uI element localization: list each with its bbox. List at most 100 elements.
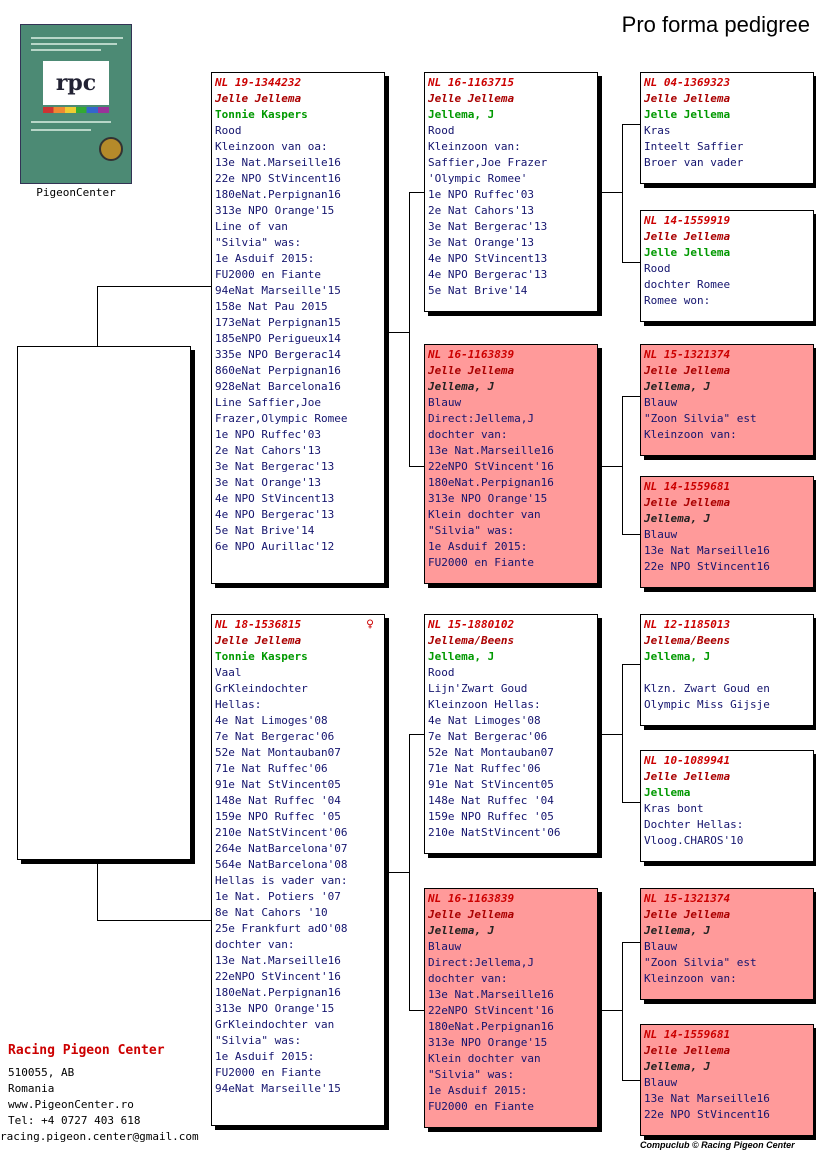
breeder-name: Jellema, J bbox=[428, 650, 495, 663]
pedigree-line: 210e NatStVincent'06 bbox=[215, 826, 348, 839]
pedigree-line: 22e NPO StVincent16 bbox=[644, 1108, 770, 1121]
ring-number: NL 14-1559919 bbox=[644, 214, 731, 227]
club-line: 510055, AB bbox=[8, 1066, 75, 1079]
club-website-link[interactable]: www.PigeonCenter.ro bbox=[8, 1098, 134, 1111]
owner-name: Jelle Jellema bbox=[215, 92, 302, 105]
owner-name: Jellema/Beens bbox=[644, 634, 731, 647]
pedigree-line: dochter van: bbox=[215, 938, 295, 951]
pedigree-line: 22eNPO StVincent'16 bbox=[428, 460, 554, 473]
pedigree-line: 4e Nat Limoges'08 bbox=[428, 714, 541, 727]
pedigree-line: 7e Nat Bergerac'06 bbox=[215, 730, 335, 743]
pedigree-line: 860eNat Perpignan16 bbox=[215, 364, 341, 377]
pedigree-line: Kleinzoon van: bbox=[428, 140, 521, 153]
pedigree-line: Blauw bbox=[644, 396, 678, 409]
pedigree-line: 180eNat.Perpignan16 bbox=[215, 986, 341, 999]
page-title: Pro forma pedigree bbox=[621, 12, 810, 37]
breeder-name: Tonnie Kaspers bbox=[215, 108, 308, 121]
pedigree-line: dochter van: bbox=[428, 972, 508, 985]
pedigree-line: 158e Nat Pau 2015 bbox=[215, 300, 328, 313]
pedigree-line: Inteelt Saffier bbox=[644, 140, 744, 153]
pedigree-line: Rood bbox=[428, 666, 455, 679]
owner-name: Jelle Jellema bbox=[428, 364, 515, 377]
pedigree-line: "Silvia" was: bbox=[428, 524, 515, 537]
pedigree-line: 173eNat Perpignan15 bbox=[215, 316, 341, 329]
breeder-name: Jellema, J bbox=[644, 650, 711, 663]
pedigree-line: 52e Nat Montauban07 bbox=[215, 746, 341, 759]
pedigree-line: 13e Nat.Marseille16 bbox=[428, 444, 554, 457]
footer-credit: Compuclub © Racing Pigeon Center bbox=[640, 1140, 795, 1150]
pedigree-line: 3e Nat Bergerac'13 bbox=[215, 460, 335, 473]
pedigree-line: 313e NPO Orange'15 bbox=[428, 1036, 548, 1049]
pedigree-line: 180eNat.Perpignan16 bbox=[428, 476, 554, 489]
pedigree-line: Klzn. Zwart Goud en bbox=[644, 682, 770, 695]
breeder-name: Jellema, J bbox=[644, 380, 711, 393]
pedigree-line: 8e Nat Cahors '10 bbox=[215, 906, 328, 919]
pedigree-line: 13e Nat.Marseille16 bbox=[215, 954, 341, 967]
pedigree-line: Blauw bbox=[644, 1076, 678, 1089]
ring-number: NL 19-1344232 bbox=[215, 76, 302, 89]
pedigree-line: Direct:Jellema,J bbox=[428, 956, 534, 969]
rpc-logo-mark: rpc bbox=[43, 61, 109, 105]
pedigree-line: 4e NPO StVincent13 bbox=[215, 492, 335, 505]
breeder-name: Jellema, J bbox=[428, 380, 495, 393]
pedigree-line: 2e Nat Cahors'13 bbox=[428, 204, 534, 217]
pedigree-line: 180eNat.Perpignan16 bbox=[428, 1020, 554, 1033]
pedigree-line: 1e Asduif 2015: bbox=[428, 540, 528, 553]
club-name: Racing Pigeon Center bbox=[8, 1043, 165, 1058]
pedigree-line: 94eNat Marseille'15 bbox=[215, 1082, 341, 1095]
club-phone: Tel: +4 0727 403 618 bbox=[8, 1114, 141, 1127]
breeder-name: Jellema, J bbox=[428, 924, 495, 937]
pedigree-line: Rood bbox=[428, 124, 455, 137]
pedigree-line: 928eNat Barcelona16 bbox=[215, 380, 341, 393]
breeder-name: Jellema, J bbox=[644, 924, 711, 937]
ring-number: NL 15-1321374 bbox=[644, 892, 731, 905]
pedigree-line: 2e Nat Cahors'13 bbox=[215, 444, 321, 457]
pedigree-line: Lijn'Zwart Goud bbox=[428, 682, 528, 695]
pedigree-line: 22e NPO StVincent16 bbox=[215, 172, 341, 185]
pedigree-line: dochter Romee bbox=[644, 278, 731, 291]
pedigree-line: 148e Nat Ruffec '04 bbox=[215, 794, 341, 807]
pedigree-line: 25e Frankfurt adO'08 bbox=[215, 922, 348, 935]
pedigree-line: 71e Nat Ruffec'06 bbox=[428, 762, 541, 775]
pedigree-line: Klein dochter van bbox=[428, 1052, 541, 1065]
pedigree-line: Kleinzoon van: bbox=[644, 972, 737, 985]
pedigree-line: 5e Nat Brive'14 bbox=[215, 524, 315, 537]
pedigree-line: 1e NPO Ruffec'03 bbox=[428, 188, 534, 201]
pedigree-line: Kleinzoon van: bbox=[644, 428, 737, 441]
pedigree-line: GrKleindochter van bbox=[215, 1018, 335, 1031]
ring-number: NL 12-1185013 bbox=[644, 618, 731, 631]
pedigree-line: Rood bbox=[215, 124, 242, 137]
pedigree-line: 7e Nat Bergerac'06 bbox=[428, 730, 548, 743]
pedigree-line: 1e Asduif 2015: bbox=[215, 252, 315, 265]
pedigree-line: 4e NPO Bergerac'13 bbox=[428, 268, 548, 281]
owner-name: Jellema/Beens bbox=[428, 634, 515, 647]
pedigree-line: 159e NPO Ruffec '05 bbox=[215, 810, 341, 823]
pedigree-line: Line of van bbox=[215, 220, 288, 233]
pedigree-line: dochter van: bbox=[428, 428, 508, 441]
owner-name: Jelle Jellema bbox=[644, 92, 731, 105]
ring-number: NL 16-1163839 bbox=[428, 348, 515, 361]
pedigree-line: Broer van vader bbox=[644, 156, 744, 169]
pedigree-line: 91e Nat StVincent05 bbox=[428, 778, 554, 791]
pedigree-line: Kleinzoon Hellas: bbox=[428, 698, 541, 711]
pedigree-line: 4e NPO StVincent13 bbox=[428, 252, 548, 265]
ring-number: NL 16-1163715 bbox=[428, 76, 515, 89]
female-symbol-icon: ♀ bbox=[366, 617, 374, 632]
club-email-link[interactable]: racing.pigeon.center@gmail.com bbox=[0, 1130, 199, 1143]
pedigree-line: Kras bont bbox=[644, 802, 704, 815]
owner-name: Jelle Jellema bbox=[644, 1044, 731, 1057]
pedigree-line: Blauw bbox=[428, 396, 462, 409]
breeder-name: Jelle Jellema bbox=[644, 246, 731, 259]
pedigree-line: "Silvia" was: bbox=[215, 1034, 302, 1047]
pigeoncenter-logo: rpc bbox=[20, 24, 132, 184]
owner-name: Jelle Jellema bbox=[428, 92, 515, 105]
